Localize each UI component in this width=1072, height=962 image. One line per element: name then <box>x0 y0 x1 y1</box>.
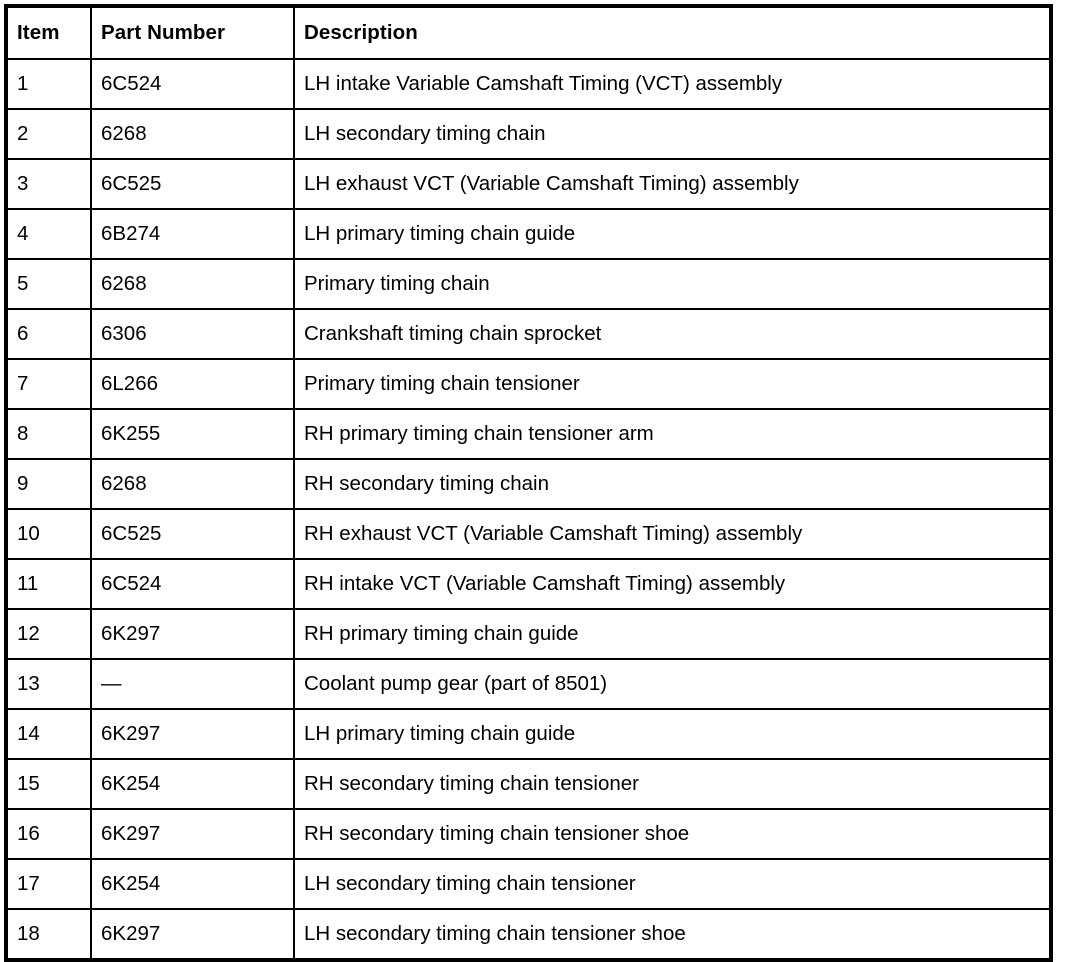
cell-item: 14 <box>5 708 92 760</box>
cell-description: LH primary timing chain guide <box>293 208 1052 260</box>
cell-item: 5 <box>5 258 92 310</box>
cell-part-number: 6C525 <box>90 158 295 210</box>
cell-part-number: 6K254 <box>90 858 295 910</box>
cell-part-number: 6K297 <box>90 808 295 860</box>
cell-item: 2 <box>5 108 92 160</box>
cell-part-number: 6306 <box>90 308 295 360</box>
cell-item: 1 <box>5 58 92 110</box>
cell-description: LH secondary timing chain tensioner <box>293 858 1052 910</box>
cell-item: 12 <box>5 608 92 660</box>
cell-item: 7 <box>5 358 92 410</box>
cell-item: 8 <box>5 408 92 460</box>
cell-item: 15 <box>5 758 92 810</box>
cell-description: RH exhaust VCT (Variable Camshaft Timing… <box>293 508 1052 560</box>
cell-description: Primary timing chain <box>293 258 1052 310</box>
column-header-item: Item <box>5 5 92 60</box>
cell-item: 6 <box>5 308 92 360</box>
cell-item: 9 <box>5 458 92 510</box>
cell-description: LH secondary timing chain <box>293 108 1052 160</box>
cell-description: LH primary timing chain guide <box>293 708 1052 760</box>
column-header-description: Description <box>293 5 1052 60</box>
cell-part-number: 6268 <box>90 108 295 160</box>
table-header: Item Part Number Description <box>5 5 1052 60</box>
cell-part-number: 6K297 <box>90 908 295 961</box>
cell-item: 13 <box>5 658 92 710</box>
cell-part-number: 6K297 <box>90 708 295 760</box>
cell-item: 10 <box>5 508 92 560</box>
cell-part-number: 6C524 <box>90 558 295 610</box>
cell-item: 18 <box>5 908 92 961</box>
cell-description: RH secondary timing chain <box>293 458 1052 510</box>
cell-description: LH secondary timing chain tensioner shoe <box>293 908 1052 961</box>
cell-description: RH primary timing chain tensioner arm <box>293 408 1052 460</box>
table-header-row: Item Part Number Description <box>5 5 1052 60</box>
cell-part-number: — <box>90 658 295 710</box>
cell-part-number: 6K254 <box>90 758 295 810</box>
cell-description: Coolant pump gear (part of 8501) <box>293 658 1052 710</box>
cell-part-number: 6B274 <box>90 208 295 260</box>
cell-part-number: 6268 <box>90 258 295 310</box>
cell-item: 16 <box>5 808 92 860</box>
cell-part-number: 6C524 <box>90 58 295 110</box>
cell-description: RH secondary timing chain tensioner <box>293 758 1052 810</box>
table-row: 13—Coolant pump gear (part of 8501) <box>5 658 1052 710</box>
cell-description: RH intake VCT (Variable Camshaft Timing)… <box>293 558 1052 610</box>
cell-part-number: 6268 <box>90 458 295 510</box>
cell-description: RH secondary timing chain tensioner shoe <box>293 808 1052 860</box>
cell-part-number: 6K255 <box>90 408 295 460</box>
cell-description: Primary timing chain tensioner <box>293 358 1052 410</box>
cell-part-number: 6L266 <box>90 358 295 410</box>
cell-description: LH intake Variable Camshaft Timing (VCT)… <box>293 58 1052 110</box>
cell-part-number: 6C525 <box>90 508 295 560</box>
cell-description: LH exhaust VCT (Variable Camshaft Timing… <box>293 158 1052 210</box>
cell-description: Crankshaft timing chain sprocket <box>293 308 1052 360</box>
cell-item: 4 <box>5 208 92 260</box>
cell-part-number: 6K297 <box>90 608 295 660</box>
cell-item: 17 <box>5 858 92 910</box>
cell-item: 3 <box>5 158 92 210</box>
column-header-part-number: Part Number <box>90 5 295 60</box>
cell-item: 11 <box>5 558 92 610</box>
cell-description: RH primary timing chain guide <box>293 608 1052 660</box>
